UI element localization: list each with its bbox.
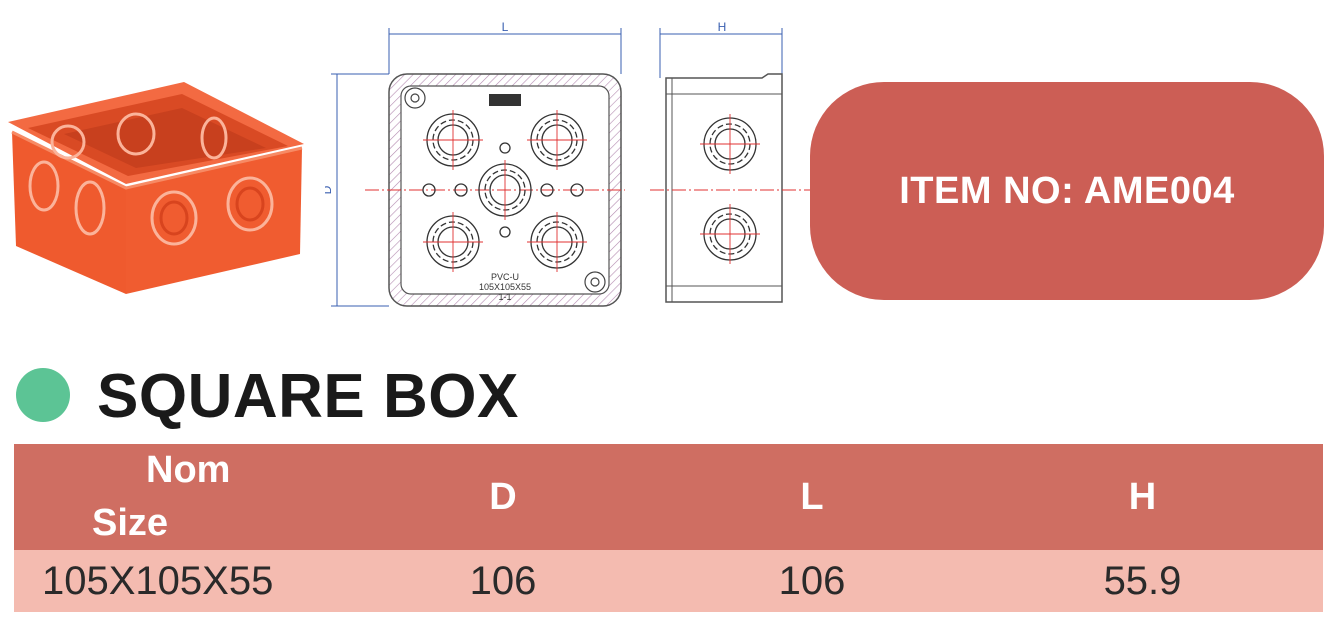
- box-left-face: [12, 132, 126, 294]
- box-rim-edge: [11, 130, 303, 190]
- screw-lugs: [404, 87, 606, 293]
- table-header-row: Nom Size D L H: [14, 444, 1323, 551]
- box-right-face: [126, 148, 302, 294]
- green-dot-icon: [16, 368, 70, 422]
- header-nom-size: Nom Size: [14, 444, 344, 551]
- product-photo: [8, 82, 304, 294]
- marking-line1: PVC-U: [491, 272, 519, 282]
- knockout-holes-back: [50, 112, 228, 160]
- header-d: D: [344, 444, 662, 551]
- marking-line2: 105X105X55: [479, 282, 531, 292]
- header-nom-line1: Nom: [146, 449, 231, 491]
- marking-line3: 1-1: [498, 292, 511, 302]
- dim-d-label: D: [325, 185, 334, 194]
- cell-d: 106: [344, 550, 662, 613]
- knockout-holes-left: [28, 160, 106, 236]
- front-view-drawing: L D PVC-U 105X105X55 1-1: [325, 20, 625, 307]
- side-view-drawing: H: [650, 20, 810, 303]
- knockout-holes-right: [150, 176, 274, 246]
- dim-l-label: L: [502, 20, 509, 34]
- header-h: H: [962, 444, 1323, 551]
- table-row: 105X105X55 106 106 55.9: [14, 550, 1323, 613]
- header-nom-line2: Size: [92, 502, 169, 545]
- spec-table: Nom Size D L H 105X105X55 106 106 55.9: [14, 444, 1323, 613]
- cell-l: 106: [662, 550, 962, 613]
- cell-h: 55.9: [962, 550, 1323, 613]
- logo-mark: [489, 94, 521, 106]
- item-number-label: ITEM NO: AME004: [899, 169, 1235, 212]
- box-cavity-floor: [64, 108, 266, 168]
- page-title: SQUARE BOX: [97, 362, 519, 431]
- header-l: L: [662, 444, 962, 551]
- cell-nom-size: 105X105X55: [14, 550, 344, 613]
- item-number-badge: ITEM NO: AME004: [810, 82, 1324, 300]
- dim-h-label: H: [718, 20, 727, 34]
